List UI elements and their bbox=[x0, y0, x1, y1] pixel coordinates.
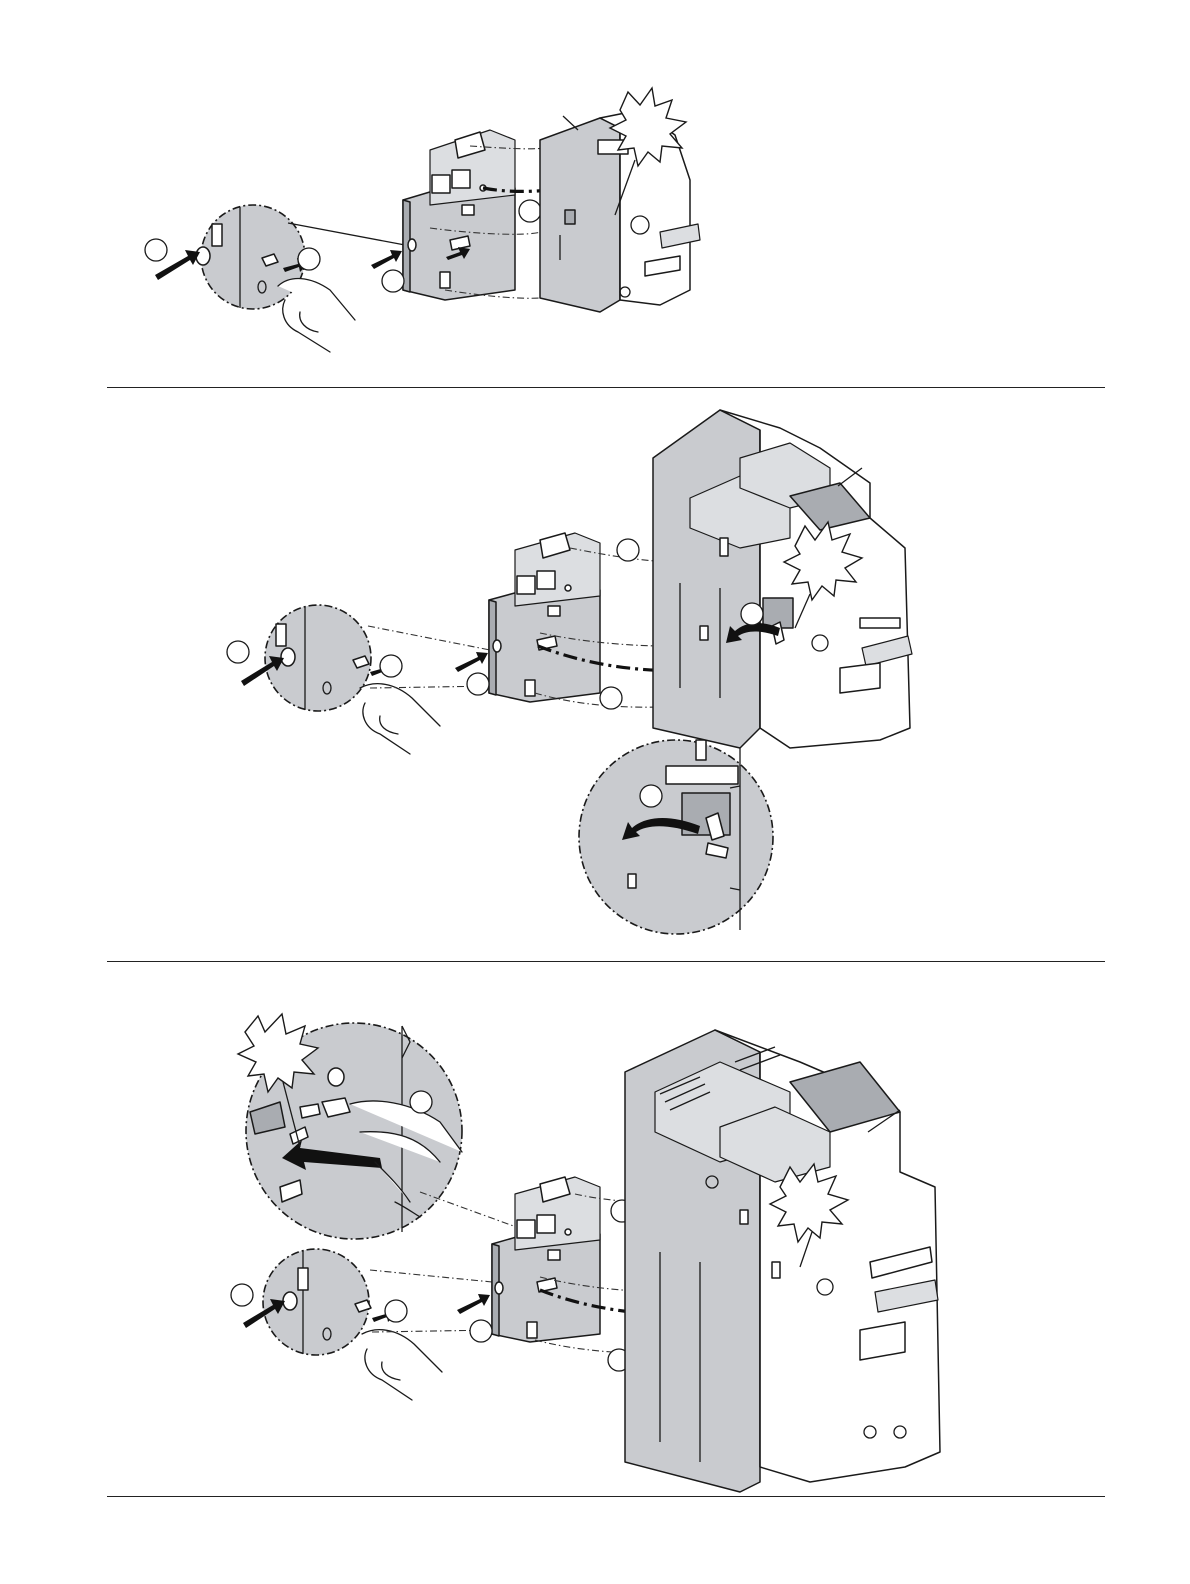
callout-circle-icon bbox=[231, 1284, 253, 1306]
callout-circle-icon bbox=[470, 1320, 492, 1342]
callout-circle-icon bbox=[600, 687, 622, 709]
circuit-breaker bbox=[625, 1030, 940, 1492]
push-arrow-icon bbox=[457, 1294, 490, 1314]
callout-circle-icon bbox=[145, 239, 167, 261]
callout-circle-icon bbox=[741, 603, 763, 625]
step-1-illustration bbox=[0, 0, 1190, 388]
release-button-icon bbox=[283, 1292, 297, 1310]
hand-icon bbox=[278, 279, 355, 352]
callout-circle-icon bbox=[519, 200, 541, 222]
circuit-breaker bbox=[653, 410, 912, 748]
callout-circle-icon bbox=[640, 785, 662, 807]
magnifier-circle bbox=[201, 205, 305, 309]
callout-circle-icon bbox=[385, 1300, 407, 1322]
auxiliary-module bbox=[489, 533, 600, 702]
callout-circle-icon bbox=[380, 655, 402, 677]
callout-circle-icon bbox=[467, 673, 489, 695]
step-3-panel bbox=[0, 962, 1190, 1584]
step-3-illustration bbox=[0, 962, 1190, 1584]
callout-circle-icon bbox=[410, 1091, 432, 1113]
divider bbox=[107, 1496, 1105, 1497]
hand-icon bbox=[362, 1330, 442, 1400]
callout-circle-icon bbox=[382, 270, 404, 292]
release-button-icon bbox=[196, 247, 210, 265]
release-button-icon bbox=[281, 648, 295, 666]
auxiliary-module bbox=[403, 130, 515, 300]
push-arrow-icon bbox=[455, 652, 488, 672]
step-2-panel bbox=[0, 388, 1190, 962]
callout-circle-icon bbox=[227, 641, 249, 663]
step-2-illustration bbox=[0, 388, 1190, 962]
hand-icon bbox=[360, 684, 440, 754]
auxiliary-module bbox=[492, 1177, 600, 1342]
callout-circle-icon bbox=[617, 539, 639, 561]
callout-circle-icon bbox=[298, 248, 320, 270]
step-1-panel bbox=[0, 0, 1190, 388]
push-arrow-icon bbox=[371, 250, 402, 269]
